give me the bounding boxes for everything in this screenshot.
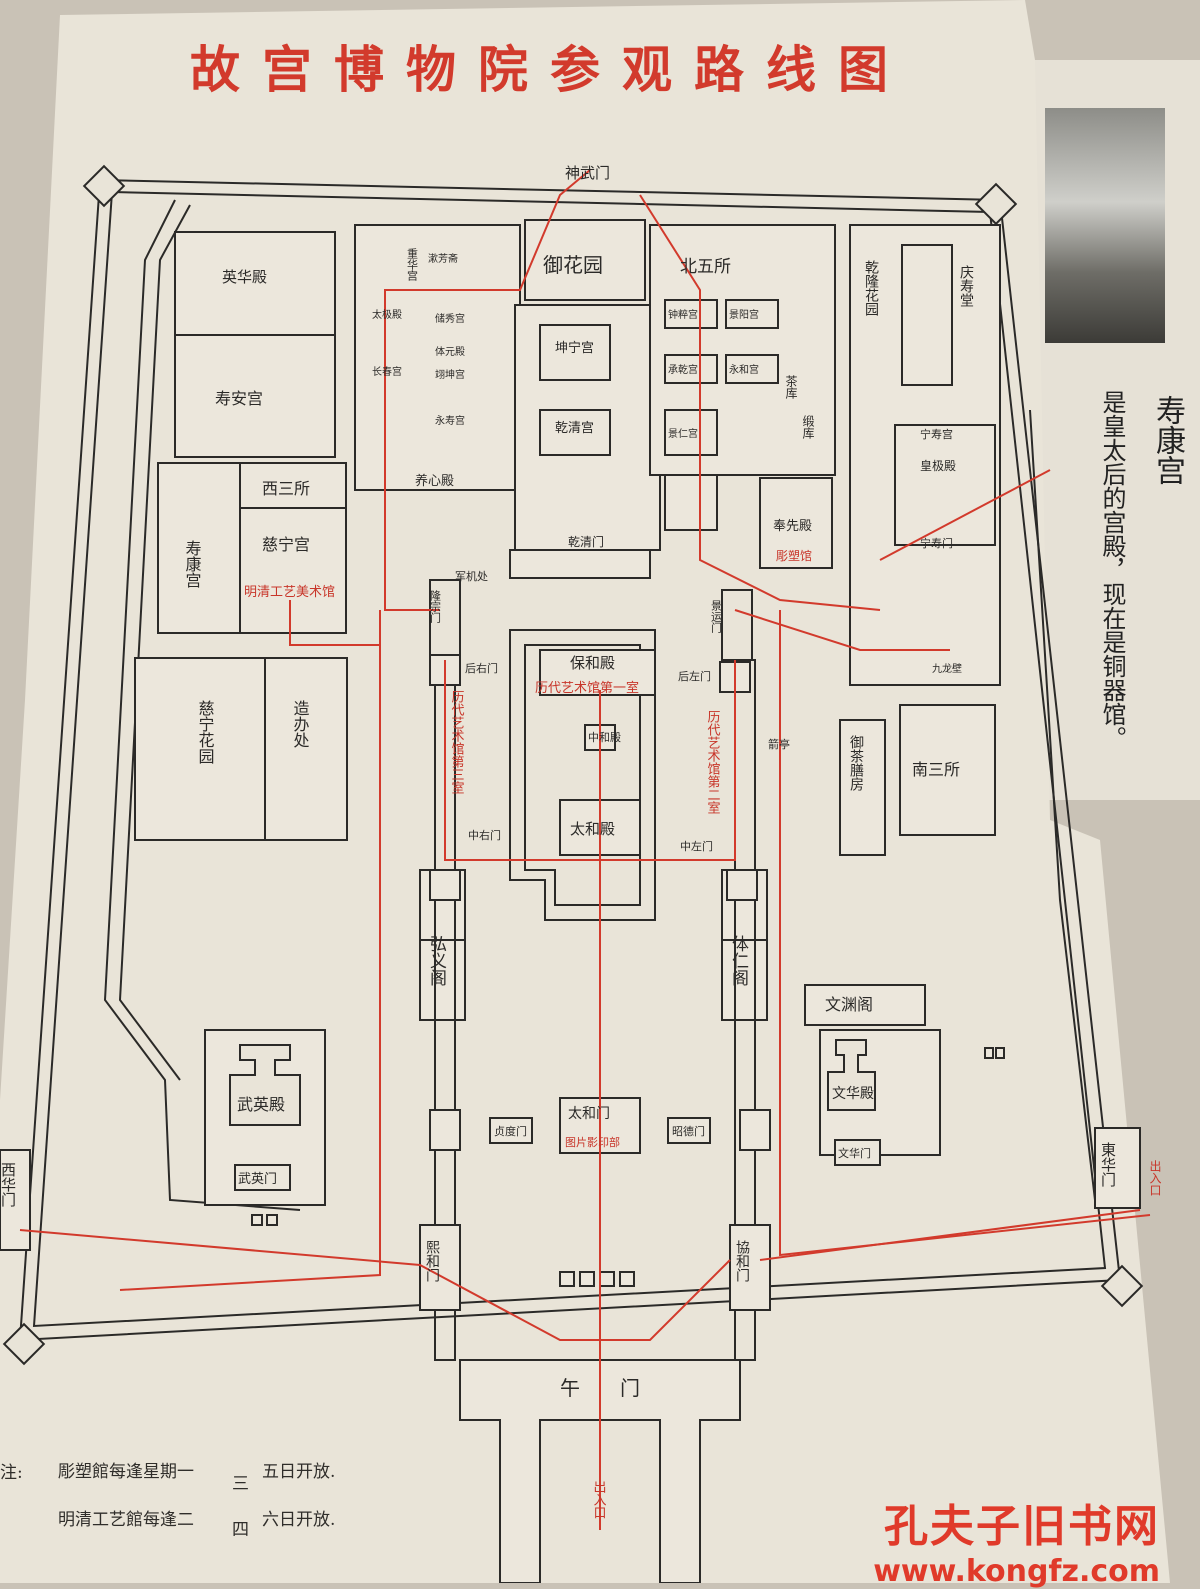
- label-donghuamen: 東华门: [1099, 1142, 1117, 1188]
- label-nansansuo: 南三所: [912, 760, 960, 779]
- label-shufangzhai: 漱芳斋: [428, 252, 458, 265]
- label-zhaodemen: 昭德门: [672, 1124, 705, 1138]
- note-line-2b: 四: [232, 1520, 249, 1540]
- note-line-2a: 明清工艺館每逢二: [58, 1510, 194, 1530]
- label-yongshougong: 永寿宫: [435, 414, 465, 427]
- label-wenhuadian: 文华殿: [832, 1086, 874, 1102]
- label-chengqian: 承乾宫: [668, 363, 698, 376]
- label-yuchashanfang: 御茶膳房: [848, 735, 864, 791]
- label-fengxiandian: 奉先殿: [773, 519, 812, 534]
- label-baohedian: 保和殿: [570, 654, 615, 672]
- label-taihedian: 太和殿: [570, 820, 615, 838]
- label-junjichu: 军机处: [455, 569, 488, 583]
- label-jingren: 景仁宫: [668, 427, 698, 440]
- map-title: 故宫博物院参观路线图: [190, 40, 910, 99]
- watermark-url: www.kongfz.com: [873, 1554, 1160, 1589]
- label-zhongyoumen: 中右门: [468, 828, 501, 842]
- label-yonghe: 永和宫: [729, 363, 759, 376]
- label-entrance-south: 出入口: [591, 1480, 607, 1519]
- note-line-1b: 三: [232, 1474, 249, 1494]
- label-taijidian: 太极殿: [372, 308, 402, 321]
- note-line-1a: 彫塑館每逢星期一: [58, 1462, 194, 1482]
- label-gallery2: 历代艺术馆第二室: [705, 710, 721, 814]
- label-kunninggong: 坤宁宫: [555, 340, 594, 356]
- side-caption-title: 寿康宫: [1150, 395, 1185, 485]
- label-zhonghedian: 中和殿: [588, 731, 621, 744]
- label-yinghuadian: 英华殿: [222, 268, 267, 286]
- label-ningshougong: 宁寿宫: [920, 427, 953, 441]
- label-qingshoutang: 庆寿堂: [958, 265, 974, 307]
- label-qianlonghuayuan: 乾隆花园: [863, 260, 879, 316]
- label-xihuamen: 西华门: [0, 1162, 17, 1208]
- label-gallery1: 历代艺术馆第一室: [535, 680, 639, 696]
- label-yangxindian: 养心殿: [415, 473, 454, 489]
- label-longzongmen: 隆宗门: [429, 589, 442, 624]
- label-jianting: 箭亭: [768, 737, 790, 751]
- label-cangku: 茶库: [784, 374, 798, 400]
- label-chonghuagong: 重华宫: [406, 247, 419, 282]
- note-line-2c: 六日开放.: [262, 1510, 336, 1530]
- label-shenwumen: 神武门: [565, 164, 610, 182]
- label-yuhuayuan: 御花园: [543, 253, 603, 277]
- label-wenyuange: 文渊阁: [825, 995, 873, 1014]
- label-qianqingmen: 乾清门: [568, 534, 604, 549]
- label-gallery3: 历代艺术馆第三室: [449, 690, 465, 794]
- label-xihemen: 熙和门: [424, 1240, 440, 1283]
- label-houyoumen: 后右门: [465, 661, 498, 675]
- label-zhongzuomen: 中左门: [680, 839, 713, 853]
- label-chuxiugong: 储秀宫: [435, 312, 465, 325]
- label-yikungong: 翊坤宫: [435, 368, 465, 381]
- watermark: 孔夫子旧书网 www.kongfz.com: [873, 1490, 1160, 1589]
- map-labels: 神武门 御花园 北五所 英华殿 寿安宫 西三所 寿康宫 慈宁宫 明清工艺美术馆 …: [0, 164, 1162, 1519]
- label-jingyang: 景阳宫: [729, 308, 759, 321]
- visit-route: [19, 169, 1151, 1530]
- label-zaobanchu: 造办处: [291, 700, 310, 748]
- label-qianqinggong: 乾清宫: [555, 421, 594, 436]
- palace-photo: [1045, 108, 1165, 343]
- label-shoukanggong: 寿康宫: [183, 540, 202, 588]
- label-tiyuandian: 体元殿: [435, 346, 465, 358]
- label-wuyingmen: 武英门: [238, 1172, 277, 1187]
- label-jingyunmen: 景运门: [710, 600, 723, 634]
- label-changchungong: 长春宫: [372, 365, 402, 378]
- note-line-1c: 五日开放.: [262, 1462, 336, 1482]
- label-xisansuo: 西三所: [262, 479, 310, 498]
- label-huangjidian: 皇极殿: [920, 459, 956, 473]
- label-entrance-east: 出入口: [1148, 1160, 1162, 1196]
- label-duanku: 缎库: [801, 414, 815, 440]
- label-houzuomen: 后左门: [678, 669, 711, 683]
- label-beiwusuo: 北五所: [680, 257, 731, 277]
- label-mingqing-gallery: 明清工艺美术馆: [244, 585, 335, 600]
- label-shouangong: 寿安宫: [215, 389, 263, 408]
- west-blocks: [134, 231, 348, 1206]
- label-zhendumen: 贞度门: [494, 1124, 527, 1138]
- label-ningshoumen: 宁寿门: [920, 536, 953, 550]
- corner-towers: [2, 164, 1144, 1366]
- label-sculpture-gallery: 彫塑馆: [776, 548, 812, 563]
- east-blocks: [649, 224, 1141, 1209]
- label-xiehemen: 協和门: [734, 1240, 750, 1283]
- label-hongyige: 弘义阁: [426, 935, 447, 987]
- label-wuyingdian: 武英殿: [237, 1095, 285, 1114]
- label-cininggong: 慈宁宫: [262, 535, 310, 554]
- label-wumen: 午门: [560, 1376, 680, 1400]
- label-zhongcui: 钟粹宫: [668, 308, 698, 321]
- side-caption-text: 是皇太后的宫殿，现在是铜器馆。: [1098, 390, 1126, 750]
- label-jiulongbi: 九龙壁: [932, 662, 962, 675]
- notes-prefix: 注:: [0, 1463, 23, 1483]
- label-ciningyuan: 慈宁花园: [196, 700, 215, 764]
- label-taihemen: 太和门: [568, 1106, 610, 1122]
- label-wenhuamen: 文华门: [838, 1146, 871, 1160]
- watermark-name: 孔夫子旧书网: [884, 1501, 1160, 1552]
- label-tirenge: 体仁阁: [728, 935, 749, 987]
- label-photo-dept: 图片影印部: [565, 1135, 620, 1149]
